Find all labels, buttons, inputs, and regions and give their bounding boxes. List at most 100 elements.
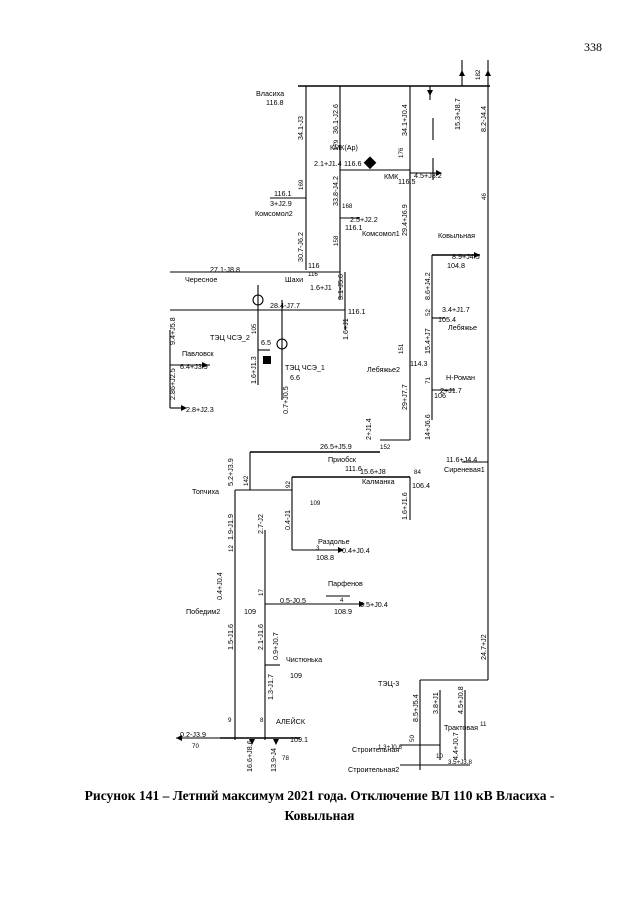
line-numbers: 182 169 179 176 168 158 116 152 151 71 8… bbox=[192, 69, 488, 762]
sub-tec-chse2-voltage: 6.5 bbox=[261, 338, 271, 347]
sub-aleysk-name: АЛЕЙСК bbox=[276, 717, 306, 726]
flow-label: 4.4+J0.7 bbox=[451, 732, 460, 760]
line-number: 151 bbox=[398, 343, 405, 354]
caption-line-2: Ковыльная bbox=[284, 808, 355, 823]
wiring bbox=[169, 60, 490, 770]
sub-kovylnaya-voltage: 104.8 bbox=[447, 261, 465, 270]
flow-label: 13.9-J4 bbox=[269, 748, 278, 772]
flow-label: 0.2-J3.9 bbox=[180, 730, 206, 739]
sub-vlasikha-voltage: 116.8 bbox=[266, 98, 283, 107]
sub-komsomol2-voltage: 116.1 bbox=[274, 189, 291, 198]
sub-razdolie-voltage: 108.8 bbox=[316, 553, 334, 562]
flow-label: 2.7-J2 bbox=[256, 514, 265, 534]
sub-n-roman-voltage: 106 bbox=[434, 391, 446, 400]
line-number: 70 bbox=[192, 743, 199, 750]
line-number: 84 bbox=[414, 469, 421, 476]
sub-parfenov-voltage: 108.9 bbox=[334, 607, 352, 616]
flow-label: 3.5+J3.8 bbox=[448, 759, 472, 766]
line-number: 46 bbox=[481, 193, 488, 200]
flow-label: 2.5+J2.2 bbox=[350, 215, 378, 224]
sub-kmk-name: КМК bbox=[384, 172, 399, 181]
sub-cheresnoe-voltage: 116 bbox=[308, 261, 319, 270]
sub-komsomol1-name: Комсомол1 bbox=[362, 229, 400, 238]
line-number: 10 bbox=[436, 753, 443, 760]
sub-tec-chse1-voltage: 6.6 bbox=[290, 373, 300, 382]
sub-komsomol2-name: Комсомол2 bbox=[255, 209, 293, 218]
flow-label: 0.5-J0.5 bbox=[280, 596, 306, 605]
sub-priobsk-name: Приобск bbox=[328, 455, 357, 464]
flow-label: 6.4+J3.9 bbox=[180, 362, 208, 371]
flow-label: 8.2-J4.4 bbox=[479, 106, 488, 132]
sub-cheresnoe-name: Чересное bbox=[185, 275, 217, 284]
sub-topchikha-name: Топчиха bbox=[192, 487, 219, 496]
flow-label: 1.5-J1.6 bbox=[226, 624, 235, 650]
line-number: 182 bbox=[475, 69, 482, 80]
sub-stroitelnaya-name: Строительная bbox=[352, 745, 399, 754]
flow-labels-horizontal: 2.1+J1.4 4.5+J3.2 3+J2.9 2.5+J2.2 27.1-J… bbox=[180, 159, 480, 766]
flow-label: 29+J7.7 bbox=[400, 384, 409, 410]
flow-label: 2.86+J2.5 bbox=[168, 368, 177, 400]
sub-aleysk-voltage: 109.1 bbox=[290, 735, 308, 744]
flow-label: 8.9+J4.5 bbox=[452, 252, 480, 261]
line-number: 52 bbox=[425, 309, 432, 316]
sub-komsomol1-voltage: 116.1 bbox=[345, 223, 362, 232]
sub-sirenevaya1-name: Сиреневая1 bbox=[444, 465, 485, 474]
line-number: 3 bbox=[316, 545, 320, 552]
line-number: 168 bbox=[342, 203, 353, 210]
sub-n-roman-name: Н-Роман bbox=[446, 373, 475, 382]
flow-label: 8.6+J4.2 bbox=[423, 272, 432, 300]
flow-label: 8.5+J5.4 bbox=[411, 694, 420, 722]
flow-label: 2+J1.4 bbox=[364, 418, 373, 440]
sub-lebyazhe2-name: Лебяжье2 bbox=[367, 365, 400, 374]
line-number: 109 bbox=[310, 500, 321, 507]
sub-tec-chse1-name: ТЭЦ ЧСЭ_1 bbox=[285, 363, 325, 372]
line-number: 105 bbox=[251, 323, 258, 334]
sub-pobedim2-voltage: 109 bbox=[244, 607, 256, 616]
sub-vlasikha-name: Власиха bbox=[256, 89, 284, 98]
sub-kovylnaya-name: Ковыльная bbox=[438, 231, 475, 240]
line-number: 78 bbox=[282, 755, 289, 762]
flow-label: 34.1-J3 bbox=[296, 116, 305, 140]
flow-label: 3.1-J5.6 bbox=[336, 274, 345, 300]
flow-label: 15.6+J8 bbox=[360, 467, 386, 476]
line-number: 142 bbox=[243, 475, 250, 486]
caption-line-1: Рисунок 141 – Летний максимум 2021 года.… bbox=[84, 788, 555, 803]
flow-label: 3.8+J1 bbox=[431, 692, 440, 714]
substation-labels: Власиха 116.8 КМК(Ар) 116.6 КМК 116.5 Ко… bbox=[182, 89, 485, 774]
line-number: 11 bbox=[480, 721, 487, 728]
flow-label: 9.4+J5.8 bbox=[168, 317, 177, 345]
line-number: 50 bbox=[409, 735, 416, 742]
flow-label: 2.8+J2.3 bbox=[186, 405, 214, 414]
line-number: 17 bbox=[258, 589, 265, 596]
flow-label: 15.3+J8.7 bbox=[453, 98, 462, 130]
sub-lebyazhe2-voltage: 114.3 bbox=[410, 359, 427, 368]
flow-label: 2+J1.7 bbox=[440, 386, 462, 395]
flow-label: 1.6+J1 bbox=[341, 318, 350, 340]
sub-kmk-ar-name: КМК(Ар) bbox=[330, 143, 358, 152]
sub-chistyunka-voltage: 109 bbox=[290, 671, 302, 680]
flow-label: 1.6+J1.6 bbox=[400, 492, 409, 520]
line-number: 4 bbox=[340, 597, 344, 604]
flow-labels-vertical: 34.1-J3 36.1-J2.6 34.1+J0.4 15.3+J8.7 8.… bbox=[168, 98, 488, 772]
flow-label: 33.8-J4.2 bbox=[331, 176, 340, 206]
flow-label: 26.5+J5.9 bbox=[320, 442, 352, 451]
line-number: 92 bbox=[285, 481, 292, 488]
flow-label: 1.6+J1.3 bbox=[249, 356, 258, 384]
flow-label: 36.1-J2.6 bbox=[331, 104, 340, 134]
line-number: 71 bbox=[425, 377, 432, 384]
sub-tec3-name: ТЭЦ-3 bbox=[378, 679, 399, 688]
line-number: 158 bbox=[333, 235, 340, 246]
sub-tec-chse2-name: ТЭЦ ЧСЭ_2 bbox=[210, 333, 250, 342]
sub-parfenov-name: Парфенов bbox=[328, 579, 363, 588]
line-number: 176 bbox=[398, 147, 405, 158]
line-number: 152 bbox=[380, 444, 391, 451]
line-number: 9 bbox=[228, 717, 232, 724]
sub-kalmanka-name: Калманка bbox=[362, 477, 395, 486]
flow-label: 0.4+J0.4 bbox=[215, 572, 224, 600]
flow-label: 1.6+J1 bbox=[310, 283, 332, 292]
line-number: 12 bbox=[228, 545, 235, 552]
flow-label: 15.4+J7 bbox=[423, 328, 432, 354]
sub-shakhi-voltage: 116.1 bbox=[348, 307, 365, 316]
flow-label: 3+J2.9 bbox=[270, 199, 292, 208]
flow-label: 28.4-J7.7 bbox=[270, 301, 300, 310]
